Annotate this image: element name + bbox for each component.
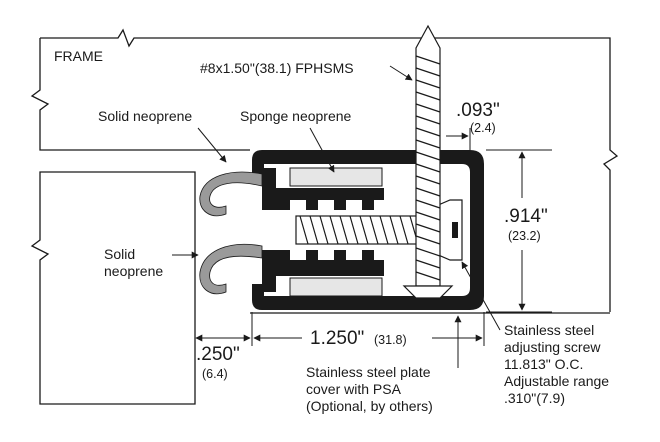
adjusting-screw-label-3: 11.813" O.C. <box>504 356 583 372</box>
carrier-bottom <box>276 250 384 276</box>
carrier-top <box>276 188 384 210</box>
dim-1250-value: 1.250" <box>310 328 364 349</box>
screw-spec-label: #8x1.50"(38.1) FPHSMS <box>200 60 354 76</box>
dim-250-value: .250" <box>196 344 240 365</box>
sponge-neoprene-label: Sponge neoprene <box>240 108 352 124</box>
housing-inner-block-top <box>262 168 276 210</box>
sponge-strip-top <box>289 167 383 187</box>
bulb-seal-top <box>199 171 263 217</box>
dim-250-mm: (6.4) <box>202 367 228 381</box>
frame-label: FRAME <box>54 48 103 64</box>
screw-spec-leader <box>389 65 413 81</box>
stainless-plate-label-2: cover with PSA <box>306 381 402 397</box>
dim-914-value: .914" <box>504 206 548 227</box>
frame-outline <box>30 28 619 312</box>
solid-neoprene-left-label-2: neoprene <box>104 263 163 279</box>
bulb-seal-bottom <box>199 243 263 295</box>
adjusting-screw-slot <box>452 222 458 238</box>
adjusting-screw-label-5: .310"(7.9) <box>504 390 565 406</box>
dim-1250-mm: (31.8) <box>374 333 407 347</box>
stainless-plate-label-3: (Optional, by others) <box>306 398 433 414</box>
adjusting-spring <box>295 215 437 245</box>
sponge-strip-bottom <box>289 277 383 297</box>
adjusting-screw-label-1: Stainless steel <box>504 322 594 338</box>
dim-093-mm: (2.4) <box>470 121 496 135</box>
dim-914-mm: (23.2) <box>508 229 541 243</box>
solid-neoprene-top-label: Solid neoprene <box>98 108 192 124</box>
door-leaf-outline <box>30 171 196 405</box>
housing-inner-block-bottom <box>262 250 276 292</box>
adjusting-screw-label-4: Adjustable range <box>504 373 609 389</box>
fphsms-screw <box>402 24 454 299</box>
adjusting-screw-label-2: adjusting screw <box>504 339 601 355</box>
solid-neoprene-left-label-1: Solid <box>104 246 135 262</box>
stainless-plate-label-1: Stainless steel plate <box>306 364 431 380</box>
dim-093-value: .093" <box>456 100 500 121</box>
adjusting-screw-leader <box>461 261 501 331</box>
sponge-neoprene-leader <box>309 127 335 173</box>
solid-neoprene-top-leader <box>197 127 227 163</box>
